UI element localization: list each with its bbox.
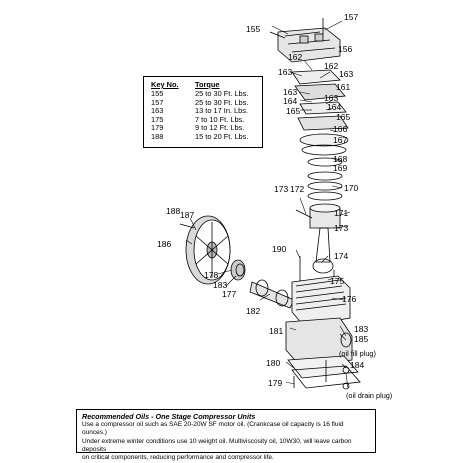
callout-183-b: 183	[354, 324, 368, 334]
callout-163-c: 163	[283, 87, 297, 97]
valve-plate-stack-drawing	[291, 69, 349, 156]
table-row: 157 25 to 30 Ft. Lbs.	[148, 97, 258, 108]
recommended-oils-line-1: Use a compressor oil such as SAE 20-20W …	[82, 421, 344, 437]
callout-163-d: 163	[324, 93, 338, 103]
callout-165-b: 165	[336, 112, 350, 122]
oil-drain-plug-note: (oil drain plug)	[346, 391, 392, 400]
callout-173-b: 173	[334, 223, 348, 233]
torque-table-header-key: Key No.	[151, 80, 179, 89]
callout-171: 171	[334, 208, 348, 218]
callout-164-b: 164	[327, 102, 341, 112]
callout-190: 190	[272, 244, 286, 254]
callout-166: 166	[333, 124, 347, 134]
torque-key: 163	[151, 106, 164, 116]
torque-value: 25 to 30 Ft. Lbs.	[195, 97, 249, 107]
callout-167: 167	[333, 135, 347, 145]
callout-169: 169	[333, 163, 347, 173]
callout-164-a: 164	[283, 96, 297, 106]
torque-table-header-torque: Torque	[195, 80, 220, 89]
callout-155: 155	[246, 24, 260, 34]
callout-186: 186	[157, 239, 171, 249]
torque-key: 188	[151, 131, 164, 141]
callout-156: 156	[338, 44, 352, 54]
leader-lines	[185, 20, 351, 389]
crankshaft-drawing	[230, 259, 295, 309]
recommended-oils-title: Recommended Oils - One Stage Compressor …	[82, 412, 256, 421]
recommended-oils-box: Recommended Oils - One Stage Compressor …	[76, 409, 376, 461]
piston-connecting-rod-drawing	[295, 203, 341, 286]
table-row: 155 25 to 30 Ft. Lbs.	[148, 89, 258, 99]
callout-185: 185	[354, 334, 368, 344]
crankcase-drawing	[285, 275, 353, 367]
callout-182: 182	[246, 306, 260, 316]
torque-value: 25 to 30 Ft. Lbs.	[195, 89, 249, 98]
callout-165-a: 165	[286, 106, 300, 116]
callout-168: 168	[333, 154, 347, 164]
table-row: 163 13 to 17 In. Lbs.	[148, 107, 258, 116]
base-plate-drawing	[287, 355, 361, 390]
table-row: 179 9 to 12 Ft. Lbs.	[148, 124, 258, 133]
table-row: 188 15 to 20 Ft. Lbs.	[148, 131, 258, 142]
callout-162-b: 162	[324, 61, 338, 71]
callout-188: 188	[166, 206, 180, 216]
torque-value: 9 to 12 Ft. Lbs.	[195, 123, 245, 133]
torque-table: Key No. Torque 155 25 to 30 Ft. Lbs. 157…	[143, 76, 263, 148]
callout-184: 184	[350, 360, 364, 370]
torque-key: 179	[151, 123, 164, 133]
callout-179: 179	[268, 378, 282, 388]
callout-187: 187	[180, 210, 194, 220]
callout-labels: 155 157 156 162 162 163 163 161 163 163 …	[157, 12, 392, 400]
recommended-oils-line-3: on critical components, reducing perform…	[82, 454, 274, 462]
callout-176: 176	[342, 294, 356, 304]
callout-172: 172	[290, 184, 304, 194]
callout-180: 180	[266, 358, 280, 368]
callout-178: 178	[204, 270, 218, 280]
callout-157: 157	[344, 12, 358, 22]
callout-161: 161	[336, 82, 350, 92]
callout-163-b: 163	[339, 69, 353, 79]
table-row: 175 7 to 10 Ft. Lbs.	[148, 114, 258, 125]
torque-value: 7 to 10 Ft. Lbs.	[195, 114, 245, 124]
callout-177: 177	[222, 289, 236, 299]
recommended-oils-line-2: Under extreme winter conditions use 10 w…	[82, 437, 352, 453]
callout-173-a: 173	[274, 184, 288, 194]
torque-value: 15 to 20 Ft. Lbs.	[195, 131, 249, 141]
oil-fill-plug-note: (oil fill plug)	[339, 349, 376, 358]
callout-163-a: 163	[278, 67, 292, 77]
callout-181: 181	[269, 326, 283, 336]
torque-key: 155	[151, 89, 164, 98]
piston-rings-drawing	[307, 157, 343, 201]
torque-key: 157	[151, 97, 164, 107]
callout-170: 170	[344, 183, 358, 193]
callout-175: 175	[330, 276, 344, 286]
callout-162-a: 162	[288, 52, 302, 62]
callout-174: 174	[334, 251, 348, 261]
flywheel-drawing	[179, 215, 231, 285]
torque-value: 13 to 17 In. Lbs.	[195, 106, 249, 116]
callout-183-a: 183	[213, 280, 227, 290]
torque-key: 175	[151, 114, 164, 124]
cylinder-head-drawing	[269, 18, 341, 63]
